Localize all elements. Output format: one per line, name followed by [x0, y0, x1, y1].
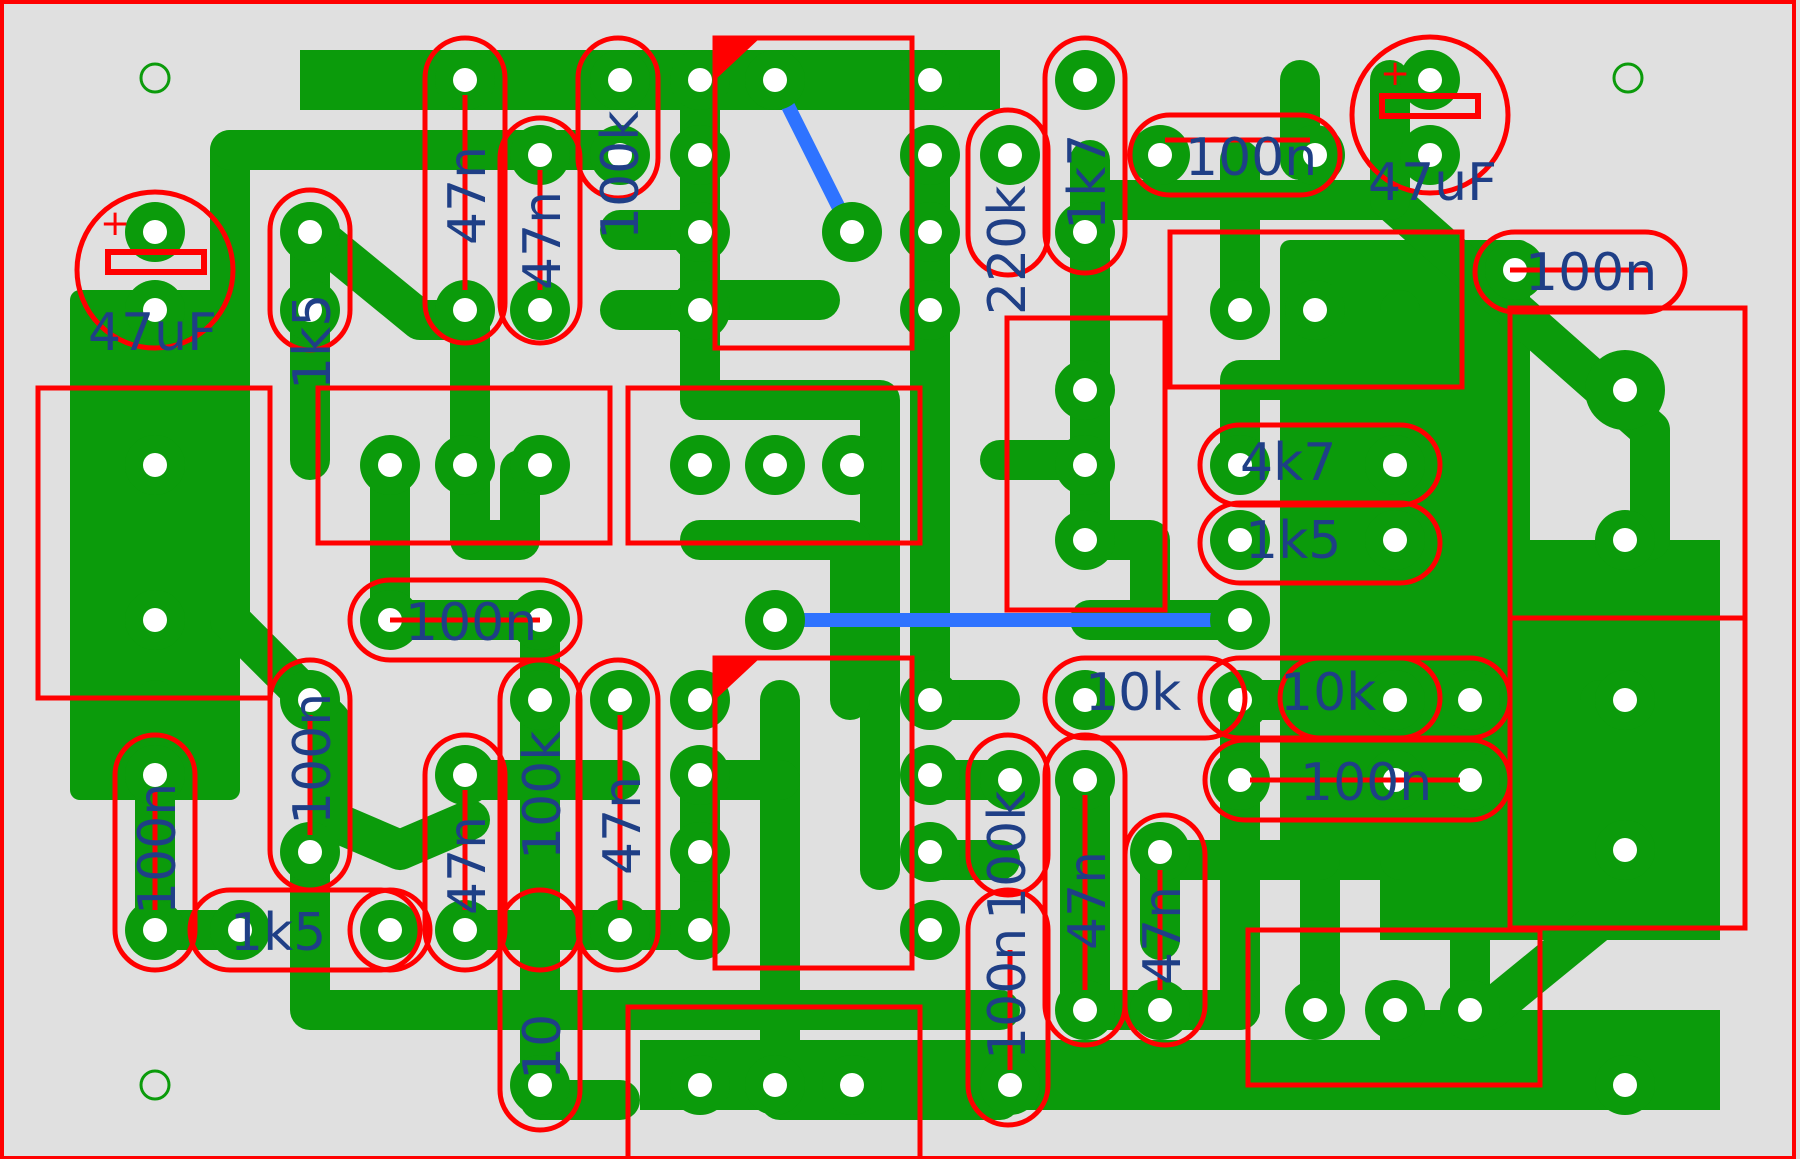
label-4k7: 4k7 [1240, 433, 1336, 493]
label-10k-a: 10k [1085, 663, 1181, 723]
label-1k5-mid: 1k5 [1245, 511, 1341, 571]
label-100n-left-a: 100n [283, 693, 343, 825]
label-47n-4: 47n [593, 776, 653, 875]
label-1k7-top: 1k7 [1058, 134, 1118, 230]
label-100n-left-b: 100n [128, 783, 188, 915]
label-10: 10 [513, 1014, 573, 1080]
label-47n-1: 47n [438, 146, 498, 245]
ic-bottom-outline [712, 655, 915, 971]
label-47uf-right: 47uF [1368, 153, 1497, 213]
label-47n-5: 47n [1058, 851, 1118, 950]
label-47n-3: 47n [438, 816, 498, 915]
label-1k5-left: 1k5 [283, 294, 343, 390]
label-220k: 220k [978, 186, 1038, 315]
label-100n-bottom-mid: 100n [978, 928, 1038, 1060]
mounting-holes [139, 62, 1644, 1101]
label-47n-6: 47n [1133, 886, 1193, 985]
component-labels: 47uF 47uF 100n 100n 100n 100n 4k7 1k5 10… [88, 111, 1657, 1080]
label-100k-low: 100k [978, 791, 1038, 920]
label-100n-right-mid: 100n [1525, 243, 1657, 303]
label-100n-top-right: 100n [1185, 128, 1317, 188]
label-1k5-bottom: 1k5 [230, 903, 326, 963]
label-100n-left-mid: 100n [405, 593, 537, 653]
label-100k-top: 100k [591, 111, 651, 240]
terminal-bottom-right [1245, 927, 1543, 1088]
label-47uf-left: 47uF [88, 303, 217, 363]
silkscreen [35, 34, 1748, 1159]
connector-bottom [625, 1004, 923, 1159]
plus-sign-right: + [1380, 53, 1410, 94]
plus-sign-left: + [100, 203, 130, 244]
pot-outline [1004, 315, 1168, 613]
label-47n-2: 47n [513, 191, 573, 290]
regulator-mid [625, 385, 923, 546]
label-100n-right-lower: 100n [1300, 753, 1432, 813]
heatsink-left [35, 385, 273, 701]
label-10k-b: 10k [1280, 663, 1376, 723]
electrolytic-markings [105, 93, 1481, 275]
ic-top-outline [712, 35, 915, 351]
connector-top-right [1167, 229, 1465, 390]
label-100k-mid: 100k [513, 731, 573, 860]
pin1-markers [715, 38, 760, 700]
regulator-left [315, 385, 613, 546]
